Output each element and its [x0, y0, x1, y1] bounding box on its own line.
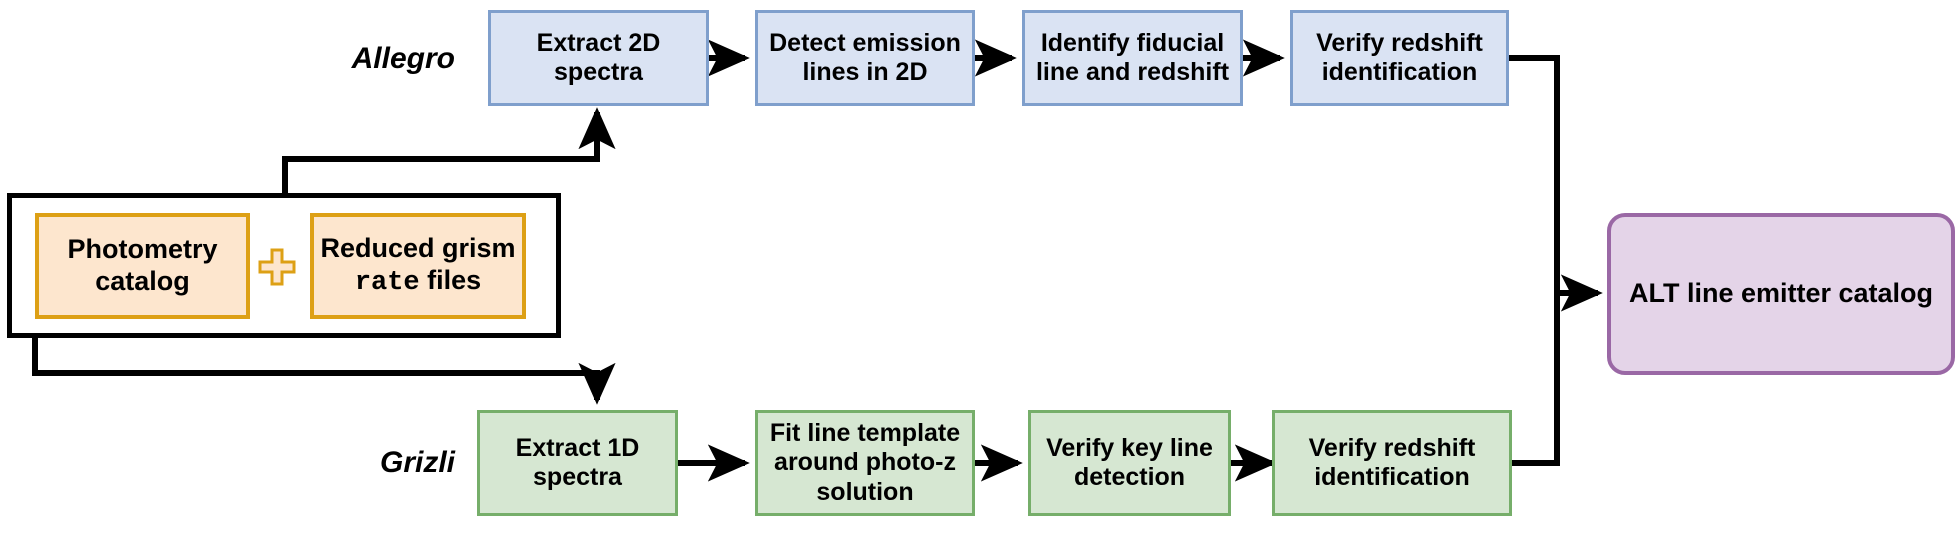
node-alt-line-emitter-catalog[interactable]: ALT line emitter catalog	[1607, 213, 1955, 375]
node-photometry-catalog[interactable]: Photometry catalog	[35, 213, 250, 319]
lane-label-allegro: Allegro	[215, 40, 455, 78]
allegro-step-4-line-1: Verify redshift	[1316, 28, 1483, 57]
grizli-step-4-line-1: Verify redshift	[1308, 433, 1476, 462]
allegro-step-4-line-2: identification	[1321, 58, 1478, 86]
allegro-step-3-line-2: line and redshift	[1035, 58, 1230, 86]
allegro-step-1-line-2: spectra	[554, 58, 643, 86]
output-label: ALT line emitter catalog	[1628, 278, 1934, 309]
edge-grizli-to-output	[1512, 293, 1560, 466]
node-verify-redshift-identification-grizli[interactable]: Verify redshift identification	[1272, 410, 1512, 516]
grism-mono-token: rate	[354, 267, 420, 298]
node-extract-2d-spectra[interactable]: Extract 2D spectra	[488, 10, 709, 106]
allegro-step-1-line-1: Extract 2D	[536, 28, 661, 57]
lane-label-grizli-text: Grizli	[379, 446, 455, 479]
grism-line-1: Reduced grism	[320, 232, 516, 263]
grizli-step-2-line-1: Fit line template	[769, 418, 961, 447]
photometry-line-2: catalog	[95, 266, 190, 296]
grizli-step-3-line-1: Verify key line	[1046, 433, 1213, 462]
lane-label-allegro-text: Allegro	[351, 42, 455, 75]
node-identify-fiducial-line-redshift[interactable]: Identify fiducial line and redshift	[1022, 10, 1243, 106]
lane-label-grizli: Grizli	[215, 444, 455, 482]
plus-icon	[258, 248, 296, 286]
node-verify-redshift-identification-allegro[interactable]: Verify redshift identification	[1290, 10, 1509, 106]
node-detect-emission-lines-2d[interactable]: Detect emission lines in 2D	[755, 10, 975, 106]
node-fit-line-template[interactable]: Fit line template around photo-z solutio…	[755, 410, 975, 516]
photometry-line-1: Photometry	[67, 234, 218, 265]
grizli-step-4-line-2: identification	[1314, 463, 1470, 491]
allegro-step-3-line-1: Identify fiducial	[1040, 28, 1225, 57]
node-verify-key-line-detection[interactable]: Verify key line detection	[1028, 410, 1231, 516]
grizli-step-1-line-1: Extract 1D	[515, 433, 640, 462]
allegro-step-2-line-2: lines in 2D	[802, 58, 928, 86]
grizli-step-1-line-2: spectra	[533, 463, 622, 491]
edge-allegro-to-output	[1509, 55, 1603, 312]
node-reduced-grism-rate-files[interactable]: Reduced grism rate files	[310, 213, 526, 319]
node-extract-1d-spectra[interactable]: Extract 1D spectra	[477, 410, 678, 516]
grism-line-2: rate files	[320, 265, 515, 300]
allegro-step-2-line-1: Detect emission	[769, 28, 961, 57]
edge-inputs-to-grizli	[32, 337, 616, 405]
grism-line-2-rest: files	[419, 264, 482, 295]
grizli-step-2-line-3: solution	[816, 477, 914, 506]
grizli-step-3-line-2: detection	[1073, 463, 1186, 491]
edge-inputs-to-allegro	[282, 107, 616, 193]
grizli-step-2-line-2: around photo-z	[774, 448, 956, 477]
